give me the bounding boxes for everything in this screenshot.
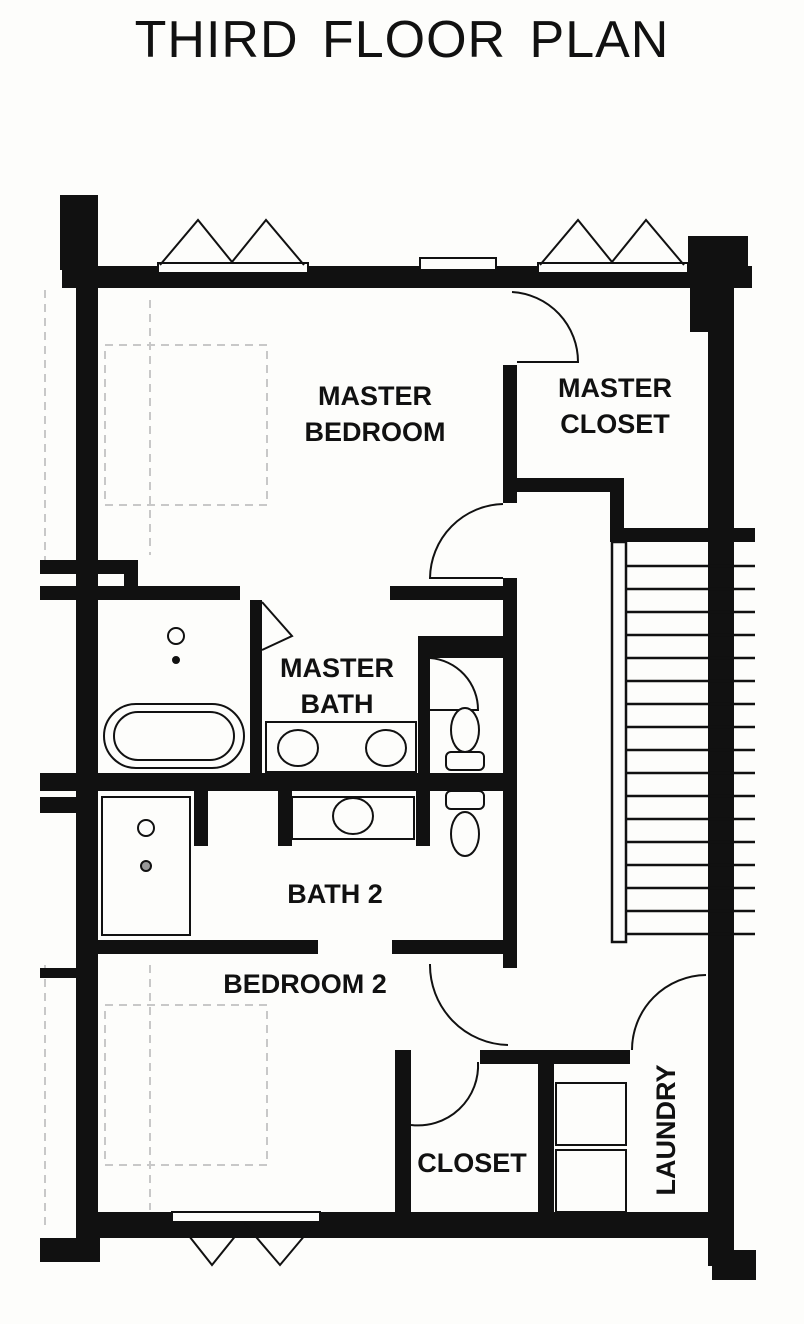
room-label-master-closet: MASTER CLOSET <box>558 373 672 439</box>
fixtures <box>101 627 627 1213</box>
room-label-master-bath: MASTER BATH <box>280 653 394 719</box>
page-title: THIRD FLOOR PLAN <box>134 11 670 69</box>
doors <box>159 218 707 1267</box>
room-label-bath-2: BATH 2 <box>287 879 383 909</box>
stairs <box>610 540 755 944</box>
room-label-closet: CLOSET <box>417 1148 527 1178</box>
furniture-outlines <box>44 290 268 1225</box>
room-label-laundry: LAUNDRY <box>651 1064 681 1196</box>
room-label-bedroom-2: BEDROOM 2 <box>223 969 387 999</box>
windows <box>157 257 689 1223</box>
room-label-master-bedroom: MASTER BEDROOM <box>304 381 446 447</box>
